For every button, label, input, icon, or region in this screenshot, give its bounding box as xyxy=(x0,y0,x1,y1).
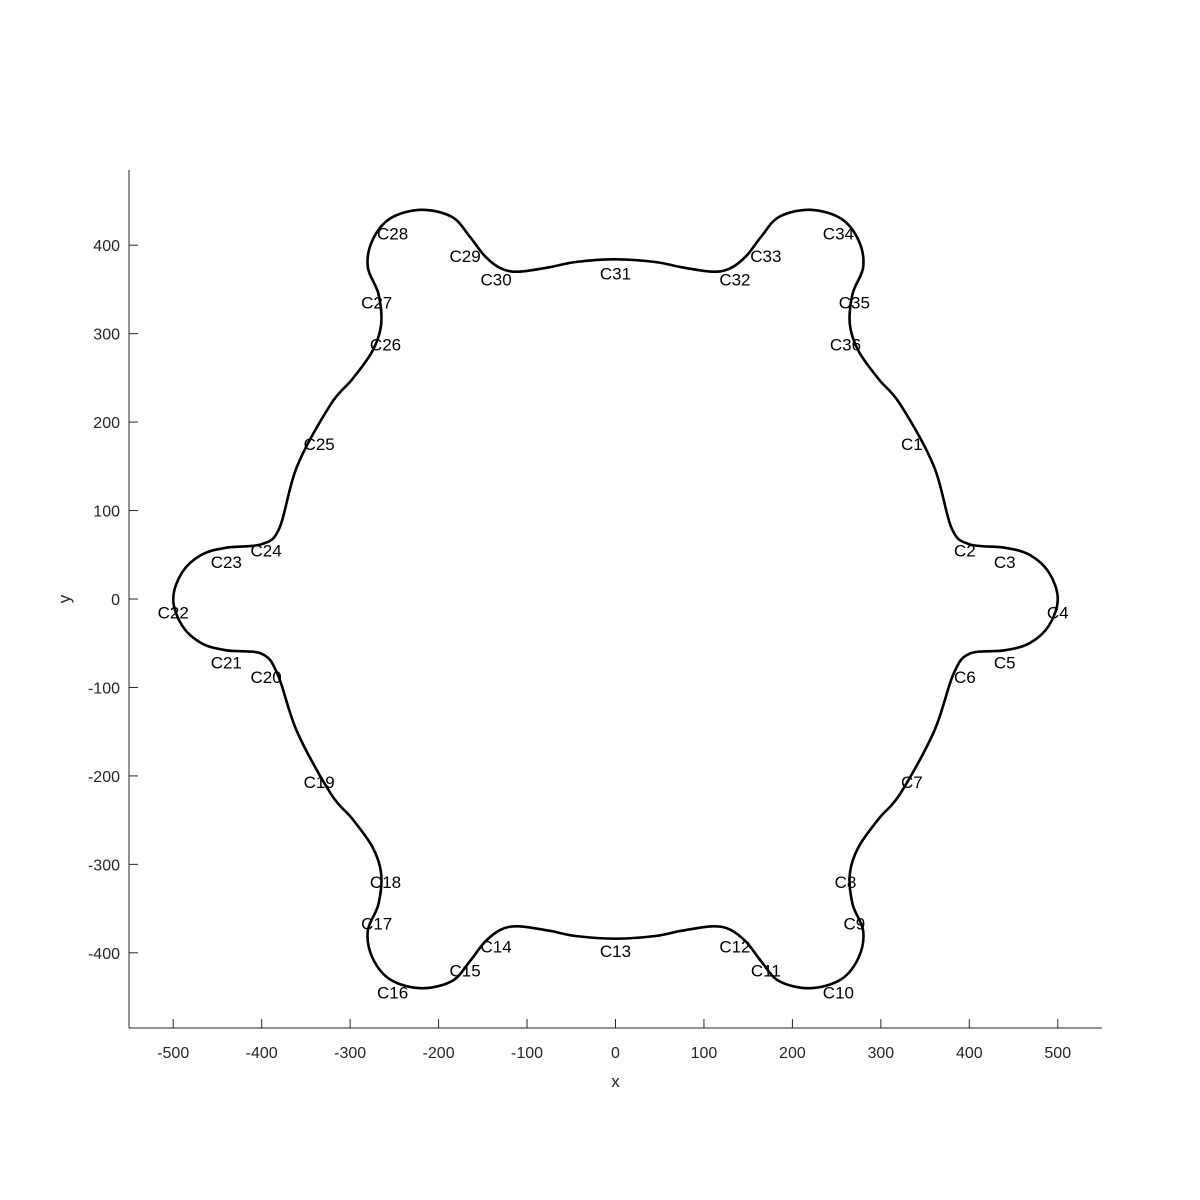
point-label-c24: C24 xyxy=(251,541,282,560)
x-tick-label: -500 xyxy=(157,1045,189,1062)
point-label-c4: C4 xyxy=(1047,603,1069,622)
point-label-c31: C31 xyxy=(600,264,631,283)
point-label-c19: C19 xyxy=(304,773,335,792)
point-label-c1: C1 xyxy=(901,435,923,454)
axes: -500 -400 -300 -200 -100 0 100 200 300 400 500 -40… xyxy=(55,170,1102,1091)
x-tick-label: 0 xyxy=(611,1045,620,1062)
point-label-c13: C13 xyxy=(600,942,631,961)
point-label-c30: C30 xyxy=(480,271,511,290)
x-tick-label: -100 xyxy=(511,1045,543,1062)
x-axis-ticks: -500 -400 -300 -200 -100 0 100 200 300 400 500 xyxy=(157,1019,1071,1062)
point-label-c9: C9 xyxy=(843,915,865,934)
point-label-c32: C32 xyxy=(719,271,750,290)
point-label-c14: C14 xyxy=(480,938,511,957)
point-label-c15: C15 xyxy=(450,962,481,981)
point-label-c23: C23 xyxy=(211,553,242,572)
point-label-c10: C10 xyxy=(823,984,854,1003)
point-label-c17: C17 xyxy=(361,915,392,934)
point-label-c7: C7 xyxy=(901,773,923,792)
y-axis-label: y xyxy=(55,594,74,603)
x-tick-label: 300 xyxy=(868,1045,895,1062)
point-label-c27: C27 xyxy=(361,294,392,313)
x-tick-label: -300 xyxy=(334,1045,366,1062)
point-label-c11: C11 xyxy=(751,962,781,981)
closed-contour-line xyxy=(171,208,1060,990)
y-tick-label: 100 xyxy=(93,504,120,521)
point-label-c8: C8 xyxy=(835,873,857,892)
y-axis-ticks: -400 -300 -200 -100 0 100 200 300 400 xyxy=(88,238,138,963)
y-tick-label: -200 xyxy=(88,769,120,786)
y-tick-label: -100 xyxy=(88,680,120,697)
point-label-c21: C21 xyxy=(211,654,242,673)
y-tick-label: -300 xyxy=(88,857,120,874)
point-label-c22: C22 xyxy=(158,603,189,622)
point-label-c36: C36 xyxy=(830,335,861,354)
point-label-c20: C20 xyxy=(251,668,282,687)
y-tick-label: 200 xyxy=(93,415,120,432)
point-label-c3: C3 xyxy=(994,553,1016,572)
y-tick-label: 300 xyxy=(93,327,120,344)
x-tick-label: 400 xyxy=(956,1045,983,1062)
point-label-c12: C12 xyxy=(719,938,750,957)
point-label-c35: C35 xyxy=(839,294,870,313)
point-label-c29: C29 xyxy=(450,247,481,266)
x-tick-label: 100 xyxy=(691,1045,718,1062)
x-axis-label: x xyxy=(611,1072,620,1091)
point-label-c5: C5 xyxy=(994,654,1016,673)
y-tick-label: -400 xyxy=(88,946,120,963)
x-tick-label: 500 xyxy=(1044,1045,1071,1062)
point-label-c18: C18 xyxy=(370,873,401,892)
x-tick-label: -200 xyxy=(423,1045,455,1062)
y-tick-label: 0 xyxy=(111,592,120,609)
point-label-c28: C28 xyxy=(377,225,408,244)
point-label-c16: C16 xyxy=(377,984,408,1003)
point-label-c2: C2 xyxy=(954,541,976,560)
x-tick-label: -400 xyxy=(246,1045,278,1062)
point-label-c25: C25 xyxy=(304,435,335,454)
y-tick-label: 400 xyxy=(93,238,120,255)
x-tick-label: 200 xyxy=(779,1045,806,1062)
point-label-c6: C6 xyxy=(954,668,976,687)
point-label-c26: C26 xyxy=(370,335,401,354)
point-label-c33: C33 xyxy=(750,247,781,266)
point-label-c34: C34 xyxy=(823,225,854,244)
